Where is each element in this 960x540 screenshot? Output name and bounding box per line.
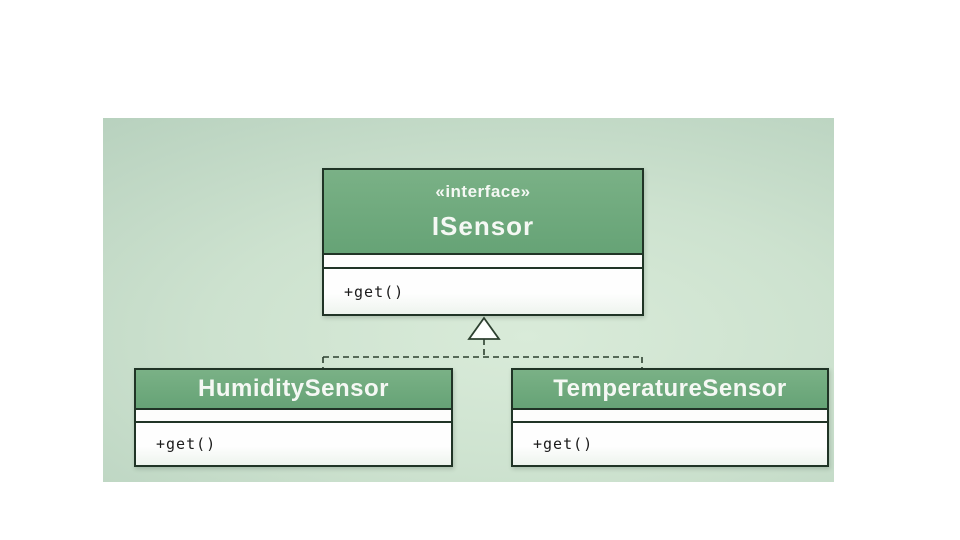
realization-connector <box>322 316 643 369</box>
interface-stereotype: «interface» <box>435 181 531 201</box>
humiditysensor-attributes-compartment <box>136 410 451 423</box>
temperaturesensor-attributes-compartment <box>513 410 827 423</box>
temperaturesensor-method-get: +get() <box>533 435 594 453</box>
hollow-triangle-icon <box>467 316 501 340</box>
temperaturesensor-header: TemperatureSensor <box>513 370 827 410</box>
diagram-panel: «interface» ISensor +get() HumiditySenso… <box>103 118 834 482</box>
interface-attributes-compartment <box>324 255 642 269</box>
humiditysensor-header: HumiditySensor <box>136 370 451 410</box>
interface-name: ISensor <box>431 210 535 241</box>
class-box-humiditysensor: HumiditySensor +get() <box>134 368 453 467</box>
interface-methods-compartment: +get() <box>324 269 642 314</box>
class-box-temperaturesensor: TemperatureSensor +get() <box>511 368 829 467</box>
humiditysensor-name: HumiditySensor <box>197 375 390 402</box>
temperaturesensor-methods-compartment: +get() <box>513 423 827 465</box>
humiditysensor-methods-compartment: +get() <box>136 423 451 465</box>
humiditysensor-method-get: +get() <box>156 435 217 453</box>
temperaturesensor-name: TemperatureSensor <box>553 375 787 402</box>
interface-method-get: +get() <box>344 282 405 301</box>
interface-box-isensor: «interface» ISensor +get() <box>322 168 644 316</box>
interface-header: «interface» ISensor <box>324 170 642 255</box>
